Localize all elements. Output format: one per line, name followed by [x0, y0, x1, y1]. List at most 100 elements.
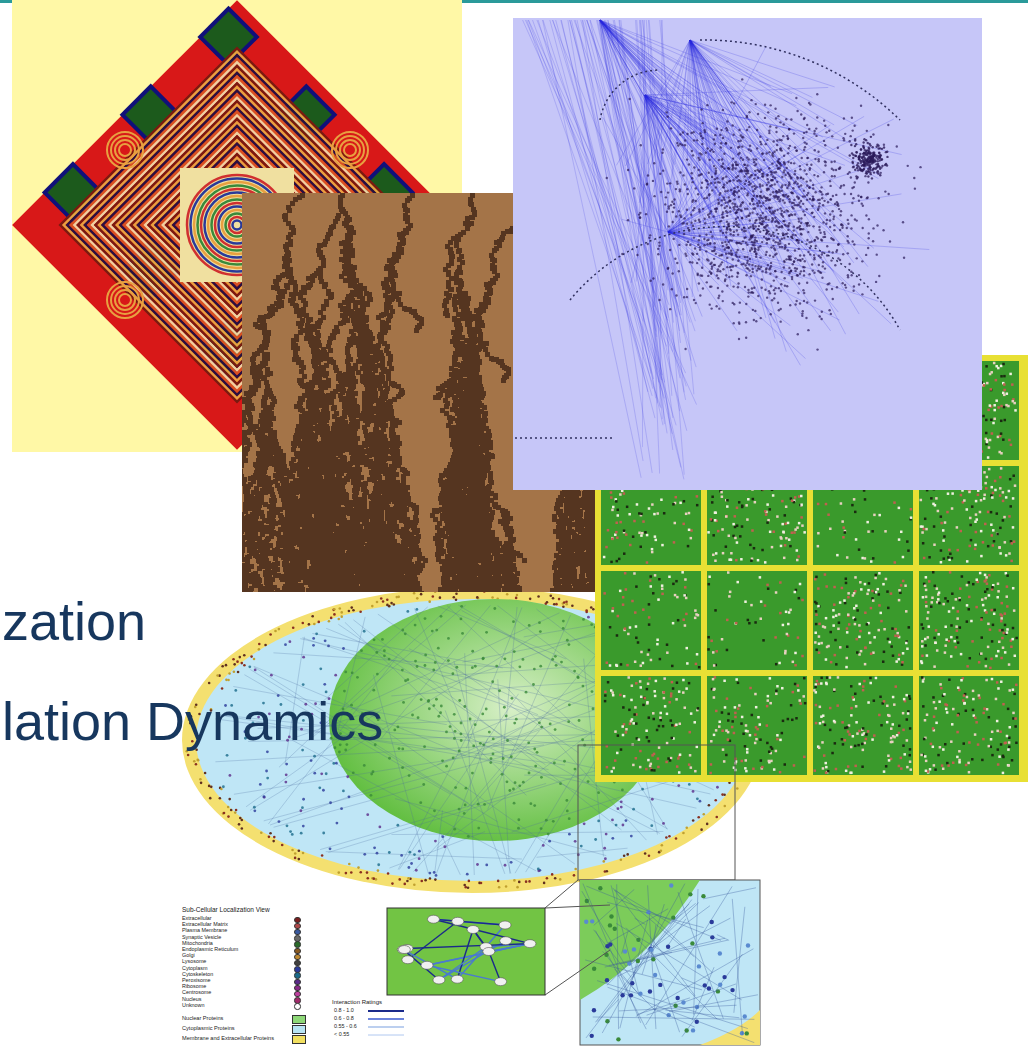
- art-shape: [278, 820, 281, 823]
- art-shape: [227, 815, 230, 818]
- art-shape: [454, 786, 457, 789]
- art-shape: [337, 618, 340, 621]
- art-shape: [235, 557, 240, 562]
- art-shape: [313, 772, 316, 775]
- art-shape: [397, 596, 400, 599]
- art-shape: [445, 765, 448, 768]
- art-shape: [277, 289, 282, 294]
- art-shape: [308, 623, 311, 626]
- art-shape: [414, 660, 417, 663]
- art-shape: [398, 747, 401, 750]
- art-shape: [231, 563, 236, 568]
- art-shape: [554, 877, 557, 880]
- art-shape: [515, 718, 518, 721]
- art-shape: [488, 731, 491, 734]
- art-shape: [458, 699, 461, 702]
- art-shape: [371, 605, 374, 608]
- art-shape: [345, 872, 348, 875]
- art-shape: [263, 795, 266, 798]
- art-shape: [533, 668, 536, 671]
- art-shape: [266, 777, 269, 780]
- art-shape: [363, 764, 366, 767]
- art-shape: [344, 671, 347, 674]
- art-shape: [661, 844, 664, 847]
- art-shape: [222, 785, 225, 788]
- art-shape: [270, 674, 273, 677]
- art-shape: [187, 754, 190, 757]
- art-shape: [497, 880, 500, 883]
- art-shape: [577, 676, 580, 679]
- art-shape: [329, 847, 332, 850]
- art-shape: [281, 457, 286, 462]
- art-shape: [736, 787, 739, 790]
- art-shape: [482, 657, 485, 660]
- art-shape: [594, 838, 597, 841]
- art-shape: [471, 650, 474, 653]
- art-shape: [688, 783, 691, 786]
- art-shape: [477, 827, 480, 830]
- art-shape: [233, 552, 238, 557]
- art-shape: [302, 656, 305, 659]
- art-shape: [621, 789, 624, 792]
- art-shape: [320, 772, 323, 775]
- art-shape: [259, 783, 262, 786]
- art-shape: [424, 617, 427, 620]
- art-shape: [483, 803, 486, 806]
- art-shape: [466, 873, 469, 876]
- art-shape: [372, 877, 375, 880]
- art-shape: [333, 608, 336, 611]
- art-shape: [443, 845, 446, 848]
- art-shape: [620, 858, 623, 861]
- art-shape: [453, 828, 456, 831]
- art-shape: [223, 812, 226, 815]
- art-shape: [516, 594, 519, 597]
- art-shape: [692, 819, 695, 822]
- art-shape: [568, 703, 571, 706]
- art-shape: [273, 836, 276, 839]
- art-shape: [573, 874, 576, 877]
- art-shape: [476, 863, 479, 866]
- art-shape: [228, 798, 231, 801]
- art-shape: [441, 835, 444, 838]
- art-shape: [324, 639, 327, 642]
- art-shape: [512, 788, 515, 791]
- art-shape: [454, 730, 457, 733]
- art-shape: [565, 603, 568, 606]
- art-shape: [428, 707, 431, 710]
- art-shape: [230, 580, 235, 585]
- art-shape: [350, 871, 353, 874]
- art-shape: [432, 669, 435, 672]
- art-shape: [258, 643, 261, 646]
- art-shape: [539, 630, 542, 633]
- art-shape: [312, 644, 315, 647]
- art-shape: [278, 628, 281, 631]
- art-shape: [529, 598, 532, 601]
- art-shape: [553, 603, 556, 606]
- art-shape: [284, 781, 287, 784]
- art-shape: [461, 632, 464, 635]
- art-shape: [467, 835, 470, 838]
- art-shape: [641, 788, 644, 791]
- art-shape: [528, 880, 531, 883]
- art-shape: [468, 880, 471, 883]
- art-shape: [471, 666, 474, 669]
- art-shape: [231, 582, 236, 587]
- art-shape: [264, 644, 267, 647]
- art-shape: [517, 827, 520, 830]
- art-shape: [232, 573, 237, 578]
- art-shape: [210, 786, 213, 789]
- art-shape: [390, 602, 393, 605]
- art-shape: [335, 762, 338, 765]
- art-shape: [532, 683, 535, 686]
- art-shape: [413, 883, 416, 886]
- art-shape: [573, 670, 576, 673]
- art-shape: [540, 726, 543, 729]
- art-shape: [231, 567, 236, 572]
- art-shape: [228, 551, 233, 556]
- art-shape: [336, 822, 339, 825]
- art-shape: [682, 832, 685, 835]
- art-shape: [334, 674, 337, 677]
- art-shape: [229, 774, 232, 777]
- art-shape: [592, 608, 595, 611]
